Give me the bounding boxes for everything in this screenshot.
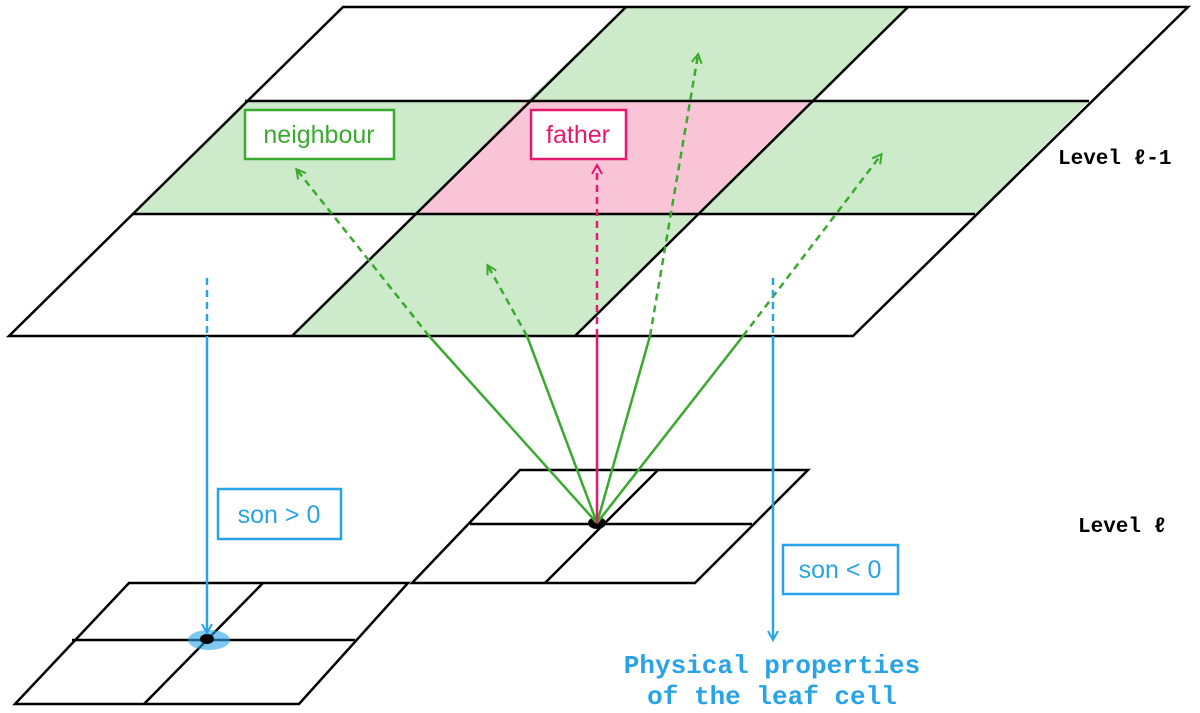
leaf-grid-outline	[12, 581, 411, 706]
neighbour-label-box: neighbour	[243, 108, 396, 161]
upper-grid-vline-2	[574, 6, 909, 337]
upper-grid-vline-1	[291, 6, 627, 337]
neighbour-cell-top	[526, 7, 908, 101]
physical-properties-line1: Physical properties	[624, 651, 920, 681]
son-pos-label-box: son > 0	[216, 487, 343, 541]
neighbour-cell-right	[696, 101, 1089, 214]
son-neg-label: son < 0	[799, 556, 882, 584]
neighbour-arrow-1-solid	[428, 335, 598, 524]
neighbour-arrow-3-solid	[595, 335, 652, 524]
leaf-grid	[12, 581, 411, 706]
leaf-node-dot	[200, 634, 214, 644]
upper-grid	[5, 5, 1192, 338]
level-l-grid	[409, 468, 812, 585]
son-neg-label-box: son < 0	[781, 543, 900, 596]
neighbour-arrow-4-dashed	[742, 155, 881, 337]
neighbour-arrow-2-solid	[525, 335, 599, 524]
neighbour-arrow-2-dashed	[488, 266, 529, 337]
father-label-box: father	[529, 108, 628, 161]
son-arrows	[207, 278, 773, 639]
level-upper-label: Level ℓ-1	[1058, 148, 1171, 171]
neighbour-arrow-4-solid	[596, 335, 744, 524]
level-l-grid-outline	[409, 468, 812, 585]
son-pos-label: son > 0	[238, 501, 321, 529]
father-label: father	[546, 121, 610, 149]
level-lower-label: Level ℓ	[1078, 516, 1166, 539]
neighbour-arrows	[297, 55, 881, 524]
physical-properties-line2: of the leaf cell	[647, 682, 897, 712]
neighbour-label: neighbour	[263, 121, 374, 149]
